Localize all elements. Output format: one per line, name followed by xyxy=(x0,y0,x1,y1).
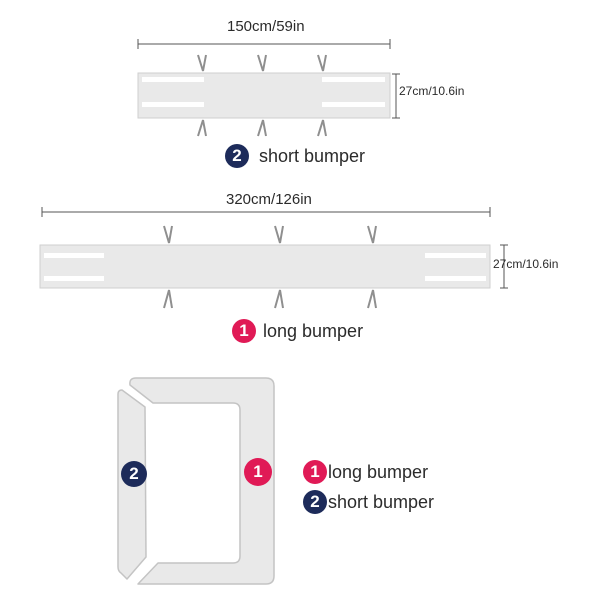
short-bumper-height-line xyxy=(392,73,400,119)
long-bumper-height-line xyxy=(500,244,508,289)
long-bumper-width-label: 320cm/126in xyxy=(226,191,312,208)
layout-long-bumper-badge: 1 xyxy=(244,458,272,486)
long-bumper xyxy=(39,244,491,289)
legend-short-bumper-badge: 2 xyxy=(303,490,327,514)
short-bumper-name: short bumper xyxy=(259,146,366,166)
short-bumper-height-label: 27cm/10.6in xyxy=(399,84,465,98)
legend-short-bumper-name: short bumper xyxy=(328,492,435,512)
legend-long-bumper-badge: 1 xyxy=(303,460,327,484)
layout-long-bumper xyxy=(129,377,275,585)
long-bumper-name: long bumper xyxy=(263,321,364,341)
short-bumper-number-badge: 2 xyxy=(225,144,249,168)
legend-long-bumper-name: long bumper xyxy=(328,462,429,482)
long-bumper-height-label: 27cm/10.6in xyxy=(493,257,559,271)
short-bumper-width-label: 150cm/59in xyxy=(227,18,305,35)
long-bumper-number-badge: 1 xyxy=(232,319,256,343)
layout-short-bumper-badge: 2 xyxy=(121,461,147,487)
long-bumper-dimension-line xyxy=(41,207,491,217)
short-bumper xyxy=(137,72,391,119)
short-bumper-dimension-line xyxy=(137,39,391,49)
short-bumper-ties xyxy=(197,54,327,137)
long-bumper-ties xyxy=(163,225,377,309)
